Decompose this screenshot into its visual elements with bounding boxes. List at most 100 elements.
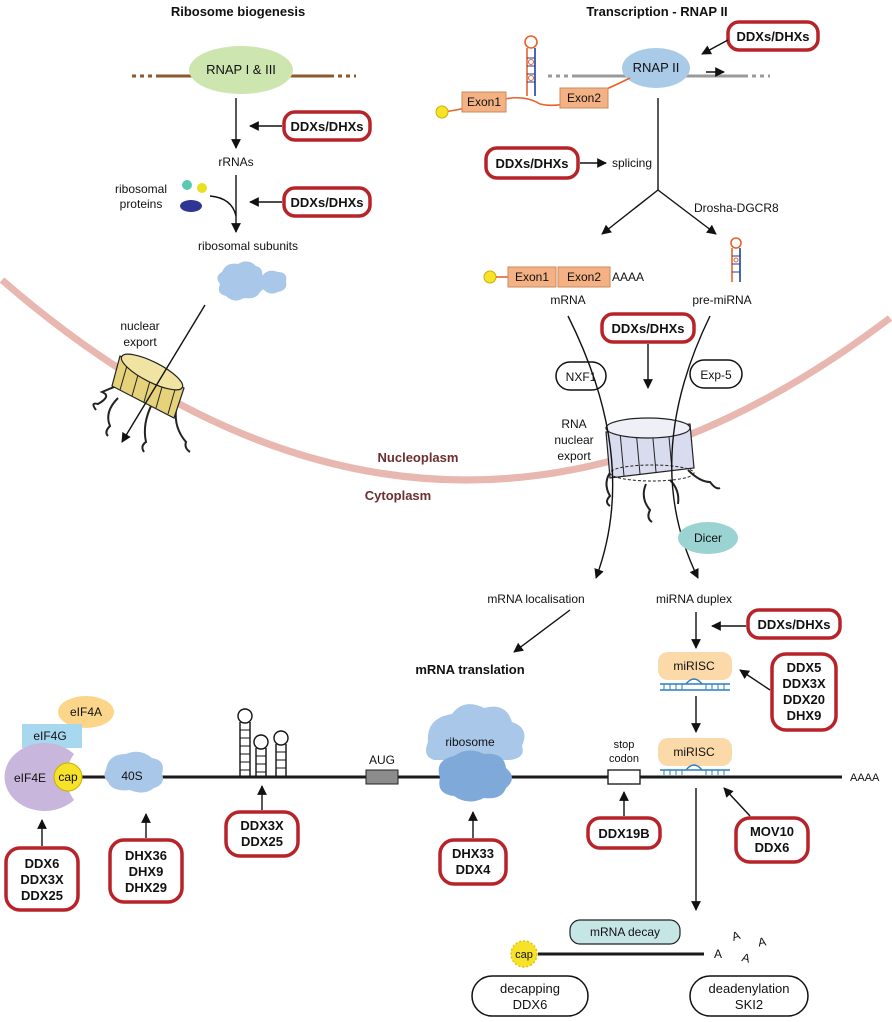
svg-text:DDX3X: DDX3X (240, 818, 284, 833)
stop-codon-label-2: codon (609, 753, 639, 765)
svg-text:DDX19B: DDX19B (598, 826, 649, 841)
mirisc-complex: miRISC (658, 652, 732, 691)
aug-codon (365, 769, 399, 785)
polya-tail: AAAA (612, 270, 644, 284)
aug-label: AUG (369, 753, 395, 767)
exon1-box (461, 91, 507, 113)
helicase-box-stop: DDX19B (586, 816, 662, 850)
helicase-box-duplex: DDXs/DHXs (746, 608, 842, 640)
svg-text:eIF4A: eIF4A (70, 705, 102, 719)
svg-text:DDXs/DHXs: DDXs/DHXs (496, 156, 569, 171)
utr-hairpin-3 (273, 730, 289, 776)
svg-text:DDXs/DHXs: DDXs/DHXs (291, 119, 364, 134)
helicase-box-rnap2: DDXs/DHXs (726, 20, 820, 52)
svg-text:DDX20: DDX20 (783, 692, 825, 707)
svg-text:DDXs/DHXs: DDXs/DHXs (737, 29, 810, 44)
mrna-exon1-label: Exon1 (515, 270, 549, 284)
svg-text:DDX25: DDX25 (21, 888, 63, 903)
rnap13-polymerase (189, 46, 293, 94)
ribosomal-proteins-label-2: proteins (120, 197, 163, 211)
helicase-box-subunits: DDXs/DHXs (282, 186, 372, 218)
mirisc-complex-bound: miRISC (658, 738, 732, 775)
svg-text:ribosome: ribosome (445, 735, 495, 749)
exon2-label: Exon2 (567, 91, 601, 105)
mrna-decay-label-box: mRNA decay (569, 919, 681, 945)
svg-text:DDX3X: DDX3X (782, 676, 826, 691)
helicase-box-mov10: MOV10 DDX6 (734, 816, 810, 864)
pre-mirna-hairpin (730, 237, 742, 282)
deadenylation-oval: deadenylation SKI2 (689, 975, 809, 1017)
rrnas-label: rRNAs (218, 155, 253, 169)
dicer-enzyme (678, 522, 738, 554)
nxf1-label: NXF1 (566, 370, 597, 384)
helicase-box-mirisc: DDX5 DDX3X DDX20 DHX9 (770, 652, 838, 732)
svg-text:DDXs/DHXs: DDXs/DHXs (612, 321, 685, 336)
svg-text:40S: 40S (121, 769, 142, 783)
svg-text:miRISC: miRISC (673, 659, 715, 673)
svg-text:mRNA decay: mRNA decay (590, 925, 660, 939)
pre-mirna-label: pre-miRNA (692, 293, 751, 307)
mrna-exon2-box (557, 266, 611, 288)
splicing-label: splicing (612, 156, 652, 170)
svg-text:cap: cap (58, 770, 78, 784)
drosha-label: Drosha-DGCR8 (694, 201, 779, 215)
svg-text:DDX5: DDX5 (787, 660, 822, 675)
exon2-box (559, 87, 609, 109)
mrna-translation-title: mRNA translation (415, 662, 524, 677)
helicase-box-splicing: DDXs/DHXs (484, 146, 580, 180)
svg-text:eIF4E: eIF4E (14, 771, 46, 785)
nucleoplasm-label: Nucleoplasm (378, 450, 459, 465)
helicase-box-rrna: DDXs/DHXs (282, 110, 372, 142)
svg-text:DDXs/DHXs: DDXs/DHXs (291, 195, 364, 210)
stop-codon-label: stop (614, 739, 635, 751)
nuclear-export-label: nuclear (120, 319, 159, 333)
released-a-3: A (740, 950, 751, 966)
utr-hairpin-1 (237, 708, 253, 776)
decapping-oval: decapping DDX6 (471, 975, 589, 1017)
dicer-label: Dicer (694, 531, 722, 545)
rnap13-label: RNAP I & III (206, 62, 276, 77)
rna-export-label-2: nuclear (554, 433, 593, 447)
svg-text:DHX33: DHX33 (452, 846, 494, 861)
svg-text:DDX4: DDX4 (456, 862, 491, 877)
nuclear-pore-right (605, 417, 721, 523)
cytoplasm-label: Cytoplasm (365, 488, 431, 503)
ribosomal-protein-teal (182, 180, 192, 190)
exon1-label: Exon1 (467, 95, 501, 109)
svg-text:miRISC: miRISC (673, 745, 715, 759)
ribosomal-subunit-small (259, 270, 287, 294)
rna-export-label-3: export (557, 449, 591, 463)
transcription-title: Transcription - RNAP II (586, 4, 727, 19)
eif4a-factor: eIF4A (58, 696, 114, 728)
mrna-exon2-label: Exon2 (567, 270, 601, 284)
mirna-duplex-label: miRNA duplex (656, 592, 732, 606)
ribosomal-subunits-label: ribosomal subunits (198, 239, 298, 253)
svg-text:deadenylation: deadenylation (709, 981, 790, 996)
helicase-box-scan: DHX36 DHX9 DHX29 (108, 838, 184, 904)
nuclear-pore-left (92, 353, 191, 453)
svg-text:DHX9: DHX9 (129, 864, 164, 879)
decapped-cap: cap (510, 940, 538, 968)
mrna-5prime-cap: cap (53, 762, 83, 792)
svg-text:DDX6: DDX6 (513, 997, 548, 1012)
exp5-label: Exp-5 (700, 368, 732, 382)
rnap2-label: RNAP II (633, 60, 680, 75)
mrna-cap (483, 270, 497, 284)
utr-hairpin-2 (253, 734, 269, 776)
rna-export-label: RNA (561, 417, 586, 431)
mrna-label: mRNA (550, 293, 585, 307)
svg-text:DDXs/DHXs: DDXs/DHXs (758, 617, 831, 632)
svg-text:SKI2: SKI2 (735, 997, 763, 1012)
svg-text:DHX29: DHX29 (125, 880, 167, 895)
svg-text:DHX9: DHX9 (787, 708, 822, 723)
svg-text:eIF4G: eIF4G (33, 729, 66, 743)
svg-text:DDX25: DDX25 (241, 834, 283, 849)
helicase-box-hairpin: DDX3X DDX25 (224, 810, 300, 858)
svg-text:cap: cap (515, 949, 533, 961)
svg-text:decapping: decapping (500, 981, 560, 996)
svg-text:DDX3X: DDX3X (20, 872, 64, 887)
released-a-4: A (757, 934, 767, 949)
nuclear-export-label-2: export (123, 335, 157, 349)
released-a-1: A (714, 947, 722, 961)
